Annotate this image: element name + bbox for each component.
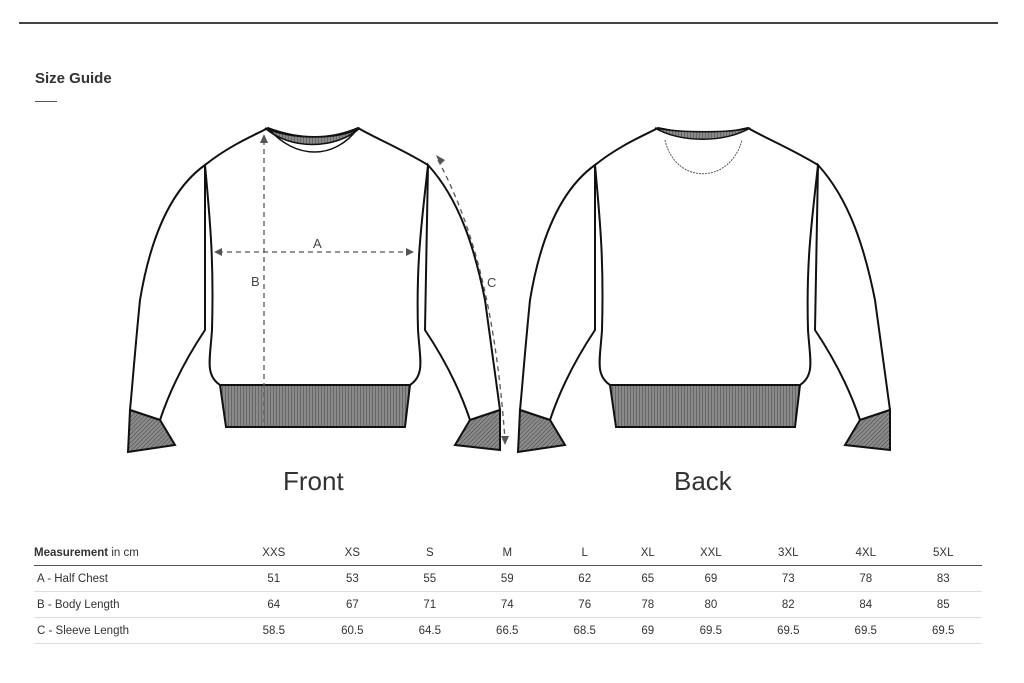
cell: 51 bbox=[234, 565, 314, 592]
back-view-label: Back bbox=[674, 466, 732, 496]
cell: 69 bbox=[672, 565, 750, 592]
cell: 66.5 bbox=[468, 617, 546, 644]
cell: 68.5 bbox=[545, 617, 624, 644]
cell: 64 bbox=[234, 591, 314, 618]
top-divider bbox=[19, 22, 998, 24]
row-label: B - Body Length bbox=[34, 591, 234, 618]
back-sweatshirt bbox=[516, 126, 892, 454]
size-header: S bbox=[391, 541, 469, 566]
size-header: XXS bbox=[234, 541, 314, 566]
cell: 71 bbox=[391, 591, 469, 618]
cell: 83 bbox=[904, 565, 982, 592]
cell: 84 bbox=[827, 591, 905, 618]
table-row: C - Sleeve Length 58.5 60.5 64.5 66.5 68… bbox=[34, 617, 982, 644]
cell: 69.5 bbox=[749, 617, 828, 644]
cell: 76 bbox=[545, 591, 624, 618]
table-row: A - Half Chest 51 53 55 59 62 65 69 73 7… bbox=[34, 565, 982, 592]
table-header-row: Measurement in cm XXS XS S M L XL XXL 3X… bbox=[34, 541, 982, 566]
size-header: L bbox=[545, 541, 624, 566]
front-view-label: Front bbox=[283, 466, 344, 496]
size-header: XXL bbox=[672, 541, 750, 566]
size-header: 5XL bbox=[904, 541, 982, 566]
size-header: 3XL bbox=[749, 541, 828, 566]
cell: 69.5 bbox=[904, 617, 982, 644]
measure-a-label: A bbox=[313, 236, 322, 251]
cell: 78 bbox=[623, 591, 673, 618]
cell: 59 bbox=[468, 565, 546, 592]
cell: 64.5 bbox=[391, 617, 469, 644]
cell: 65 bbox=[623, 565, 673, 592]
size-header: XS bbox=[313, 541, 392, 566]
row-label: C - Sleeve Length bbox=[34, 617, 234, 644]
cell: 69.5 bbox=[672, 617, 750, 644]
measure-c-label: C bbox=[487, 275, 496, 290]
cell: 60.5 bbox=[313, 617, 392, 644]
size-table: Measurement in cm XXS XS S M L XL XXL 3X… bbox=[34, 541, 982, 644]
cell: 73 bbox=[749, 565, 828, 592]
table-row: B - Body Length 64 67 71 74 76 78 80 82 … bbox=[34, 591, 982, 618]
sweatshirt-diagram: A B C bbox=[126, 126, 892, 454]
cell: 58.5 bbox=[234, 617, 314, 644]
title-underline bbox=[35, 101, 57, 102]
cell: 82 bbox=[749, 591, 828, 618]
measurement-header: Measurement in cm bbox=[34, 541, 234, 566]
cell: 53 bbox=[313, 565, 392, 592]
size-header: 4XL bbox=[827, 541, 905, 566]
cell: 69 bbox=[623, 617, 673, 644]
cell: 69.5 bbox=[827, 617, 905, 644]
cell: 80 bbox=[672, 591, 750, 618]
page-title: Size Guide bbox=[35, 70, 112, 87]
row-label: A - Half Chest bbox=[34, 565, 234, 592]
cell: 67 bbox=[313, 591, 392, 618]
cell: 74 bbox=[468, 591, 546, 618]
cell: 55 bbox=[391, 565, 469, 592]
cell: 62 bbox=[545, 565, 624, 592]
cell: 78 bbox=[827, 565, 905, 592]
front-sweatshirt: A B C bbox=[126, 126, 509, 454]
size-header: M bbox=[468, 541, 546, 566]
cell: 85 bbox=[904, 591, 982, 618]
size-header: XL bbox=[623, 541, 673, 566]
measure-b-label: B bbox=[251, 274, 260, 289]
